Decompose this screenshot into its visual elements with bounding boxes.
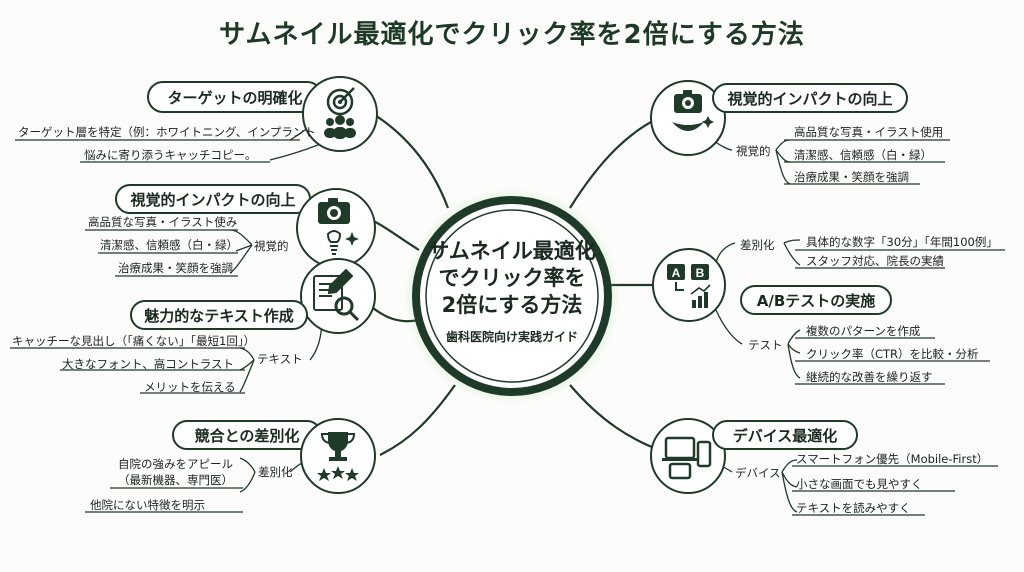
devices-icon [662,436,712,480]
left-text-mid: テキスト [257,352,303,366]
badge-b: B [696,266,705,280]
device-item-2: 小さな画面でも見やすく [796,477,923,491]
center-title-line1: サムネイル最適化 [428,239,596,263]
ab-mid: テスト [748,338,783,352]
ab-item-3: 継続的な改善を繰り返す [806,370,933,384]
sparkle-icon [702,116,714,128]
branch-text-label: 魅力的なテキスト作成 [130,300,308,330]
device-mid: デバイス [735,466,781,480]
left-visual-item-1: 高品質な写真・イラスト使み [88,215,238,229]
left-text-icon-circle [300,258,376,334]
diff-mid: 差別化 [258,465,293,479]
left-text-item-3: メリットを伝える [144,380,236,394]
ab-item-2: クリック率（CTR）を比較・分析 [806,347,979,361]
magnifier-icon [334,296,360,322]
badge-a: A [672,266,681,280]
target-icon [324,87,356,139]
center-subtitle: 歯科医院向け実践ガイド [445,330,578,344]
target-icon-circle [302,76,378,152]
center-title-line2: でクリック率を [438,266,586,290]
left-visual-item-3: 治療成果・笑顔を強調 [118,261,233,275]
ab-top-item-1: 具体的な数字「30分」「年間100例」 [806,235,998,249]
branch-left-visual-label: 視覚的インパクトの向上 [115,184,311,214]
right-visual-item-1: 高品質な写真・イラスト使用 [794,125,944,139]
document-pen-icon [313,268,354,311]
branch-right-visual-label: 視覚的インパクトの向上 [712,83,908,113]
trophy-icon [320,432,356,461]
center-title-line3: 2倍にする方法 [441,293,583,317]
sparkle-icon [345,232,359,246]
diff-icon-circle [300,418,376,494]
target-item-2: 悩みに寄り添うキャッチコピー。 [84,148,257,162]
target-item-1: ターゲット層を特定（例：ホワイトニング、インプラント [18,125,316,139]
branch-device-label: デバイス最適化 [712,420,858,450]
left-visual-icon-circle [296,188,376,268]
people-icon [324,115,356,139]
diff-item-3: 他院にない特徴を明示 [90,498,205,512]
left-visual-item-2: 清潔感、信頼感（白・緑） [100,238,238,252]
diff-item-2: （最新機器、専門医） [118,473,233,487]
ab-item-1: 複数のパターンを作成 [806,324,921,338]
chart-icon [690,284,711,308]
tooth-implant-icon [326,230,342,255]
right-visual-icon-circle [650,80,726,156]
left-text-item-2: 大きなフォント、高コントラスト [62,357,235,371]
right-visual-mid: 視覚的 [736,144,771,158]
left-visual-mid: 視覚的 [254,239,289,253]
page-title: サムネイル最適化でクリック率を2倍にする方法 [219,20,805,50]
device-item-3: テキストを読みやすく [796,501,911,515]
ab-top-item-2: スタッフ対応、院長の実績 [806,254,944,268]
center-title: サムネイル最適化 でクリック率を 2倍にする方法 [412,238,612,319]
diff-item-1: 自院の強みをアピール [118,457,233,471]
ab-icon-circle: A B [652,248,726,322]
stars-icon [317,466,359,481]
right-visual-item-2: 清潔感、信頼感（白・緑） [794,148,932,162]
branch-ab-label: A/Bテストの実施 [740,285,892,315]
right-visual-item-3: 治療成果・笑顔を強調 [794,170,909,184]
branch-target-label: ターゲットの明確化 [147,81,323,113]
device-item-1: スマートフォン優先（Mobile-First） [796,452,989,466]
camera-icon [674,90,702,113]
left-text-item-1: キャッチーな見出し（「痛くない」「最短1回」） [12,334,256,348]
smile-icon [672,122,704,131]
ab-test-icon: A B [667,264,709,291]
ab-mid-top: 差別化 [740,238,775,252]
camera-icon [318,198,350,224]
branch-diff-label: 競合との差別化 [172,420,322,450]
